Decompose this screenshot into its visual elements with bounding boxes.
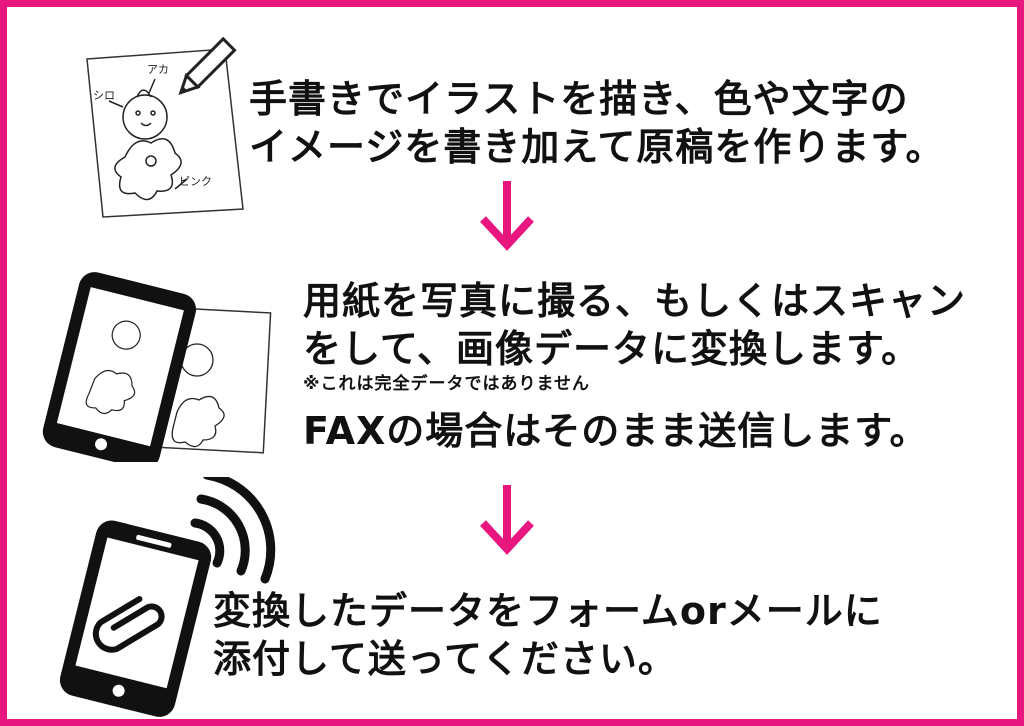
step2-line2: をして、画像データに変換します。: [303, 327, 921, 371]
step2-fax: FAXの場合はそのまま送信します。: [303, 409, 929, 453]
sketch-label-pink: ピンク: [179, 175, 212, 188]
step3-line1: 変換したデータをフォームorメールに: [213, 589, 883, 633]
paperclip-icon: [92, 596, 165, 653]
step3-line2: 添付して送ってください。: [213, 637, 677, 681]
step1-line2: イメージを書き加えて原稿を作ります。: [249, 125, 945, 169]
smartphone-send-illustration: [59, 477, 276, 717]
step2-line1: 用紙を写真に撮る、もしくはスキャン: [303, 279, 967, 323]
sketch-paper-illustration: アカ シロ ピンク: [86, 48, 244, 218]
down-arrow-icon: [480, 181, 534, 251]
step2-note: ※これは完全データではありません: [303, 374, 591, 394]
smartphone-photo-illustration: [42, 272, 272, 462]
step1-line1: 手書きでイラストを描き、色や文字の: [249, 77, 909, 121]
pencil-icon: [178, 36, 237, 95]
wireless-signal-icon: [190, 477, 276, 584]
sketch-label-white: シロ: [93, 89, 115, 102]
sketch-label-red: アカ: [147, 63, 169, 76]
down-arrow-icon: [480, 485, 534, 555]
